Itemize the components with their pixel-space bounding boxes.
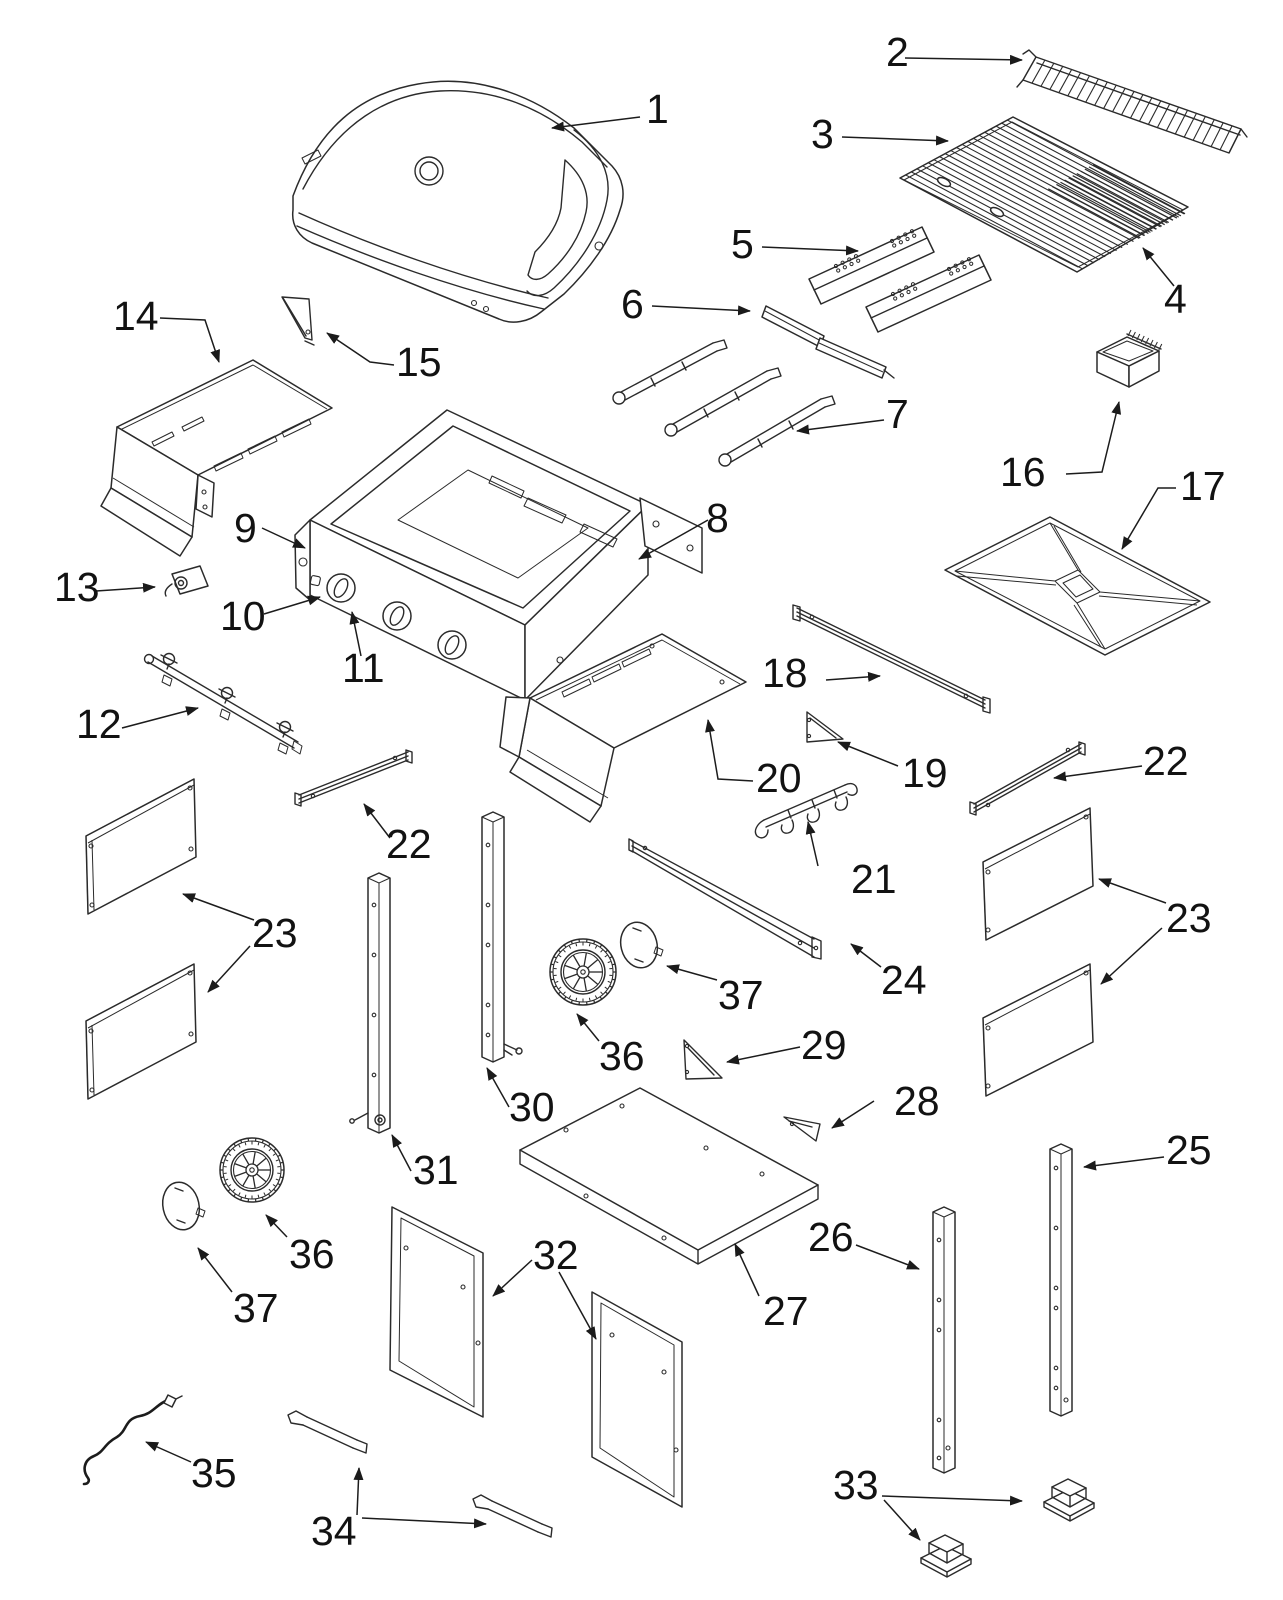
part-22-cross-brace-right-illustration <box>969 741 1086 816</box>
callout-35: 35 <box>191 1450 237 1496</box>
callout-34: 34 <box>311 1508 357 1554</box>
part-4-sear-grate-illustration <box>1047 164 1186 239</box>
callout-13: 13 <box>54 564 100 610</box>
callout-20: 20 <box>756 755 802 801</box>
callout-26: 26 <box>808 1214 854 1260</box>
part-24-front-brace-illustration <box>628 838 822 960</box>
callout-36-lower: 36 <box>289 1231 335 1277</box>
part-16-grease-cup-illustration <box>1096 329 1163 388</box>
callout-27: 27 <box>763 1288 809 1334</box>
callout-23-right: 23 <box>1166 895 1212 941</box>
part-5-heat-plates-illustration <box>808 226 992 333</box>
callout-28: 28 <box>894 1078 940 1124</box>
callout-37-upper: 37 <box>718 972 764 1018</box>
part-22-cross-brace-left-illustration <box>294 749 413 807</box>
part-26-leg-illustration <box>932 1206 956 1474</box>
part-20-right-shelf-illustration <box>499 633 747 823</box>
callout-8: 8 <box>706 495 729 541</box>
callout-15: 15 <box>396 339 442 385</box>
part-30-leg-illustration <box>481 811 523 1063</box>
part-29-bracket-illustration <box>683 1039 723 1080</box>
callout-1: 1 <box>646 86 669 132</box>
part-6-crossover-channels-illustration <box>761 305 895 379</box>
part-27-bottom-shelf-illustration <box>519 1087 819 1265</box>
callout-10: 10 <box>220 593 266 639</box>
part-32-doors-illustration <box>389 1206 683 1508</box>
callout-9: 9 <box>234 505 257 551</box>
callout-24: 24 <box>881 957 927 1003</box>
callout-29: 29 <box>801 1022 847 1068</box>
callout-3: 3 <box>811 111 834 157</box>
part-17-grease-tray-illustration <box>944 516 1211 656</box>
callout-32: 32 <box>533 1232 579 1278</box>
part-12-manifold-illustration <box>143 652 303 755</box>
part-23-right-panels-illustration <box>982 807 1094 1097</box>
part-23-left-panels-illustration <box>85 778 197 1100</box>
part-2-warming-rack-illustration <box>1016 49 1248 154</box>
callout-16: 16 <box>1000 449 1046 495</box>
part-19-bracket-illustration <box>806 711 844 743</box>
callout-23-left: 23 <box>252 910 298 956</box>
callout-22-left: 22 <box>386 821 432 867</box>
part-37-hubcap-upper-illustration <box>619 921 664 969</box>
part-33-feet-illustration <box>920 1478 1095 1578</box>
part-28-bracket-illustration <box>783 1116 821 1142</box>
callout-11: 11 <box>342 645 385 691</box>
callout-36-upper: 36 <box>599 1033 645 1079</box>
part-1-lid-illustration <box>291 80 624 323</box>
part-7-burner-tubes-illustration <box>612 339 836 467</box>
callout-12: 12 <box>76 701 122 747</box>
part-31-wheel-leg-illustration <box>349 872 391 1134</box>
callout-14: 14 <box>113 293 159 339</box>
callout-18: 18 <box>762 650 808 696</box>
callout-4: 4 <box>1164 276 1187 322</box>
callout-25: 25 <box>1166 1127 1212 1173</box>
part-14-left-shelf-illustration <box>100 359 333 557</box>
part-36-wheel-upper-illustration <box>549 938 617 1006</box>
part-15-lid-bracket-illustration <box>281 296 315 346</box>
callout-37-lower: 37 <box>233 1285 279 1331</box>
part-36-wheel-lower-illustration <box>219 1137 285 1203</box>
callout-31: 31 <box>413 1147 459 1193</box>
callout-6: 6 <box>621 281 644 327</box>
callout-21: 21 <box>851 856 897 902</box>
part-21-tool-hook-bar-illustration <box>754 782 858 839</box>
part-35-hose-illustration <box>82 1394 183 1486</box>
callout-2: 2 <box>886 29 909 75</box>
part-37-hubcap-lower-illustration <box>161 1181 206 1231</box>
part-13-igniter-illustration <box>164 565 209 597</box>
callout-19: 19 <box>902 750 948 796</box>
callout-5: 5 <box>731 221 754 267</box>
callout-7: 7 <box>886 391 909 437</box>
part-18-support-rail-illustration <box>792 604 991 714</box>
callout-labels: 1 2 3 4 5 6 7 8 9 10 11 12 13 14 15 16 1… <box>54 29 1226 1554</box>
part-8-firebox-illustration <box>294 409 703 701</box>
leader-lines <box>95 54 1176 1541</box>
callout-33: 33 <box>833 1462 879 1508</box>
callout-17: 17 <box>1180 463 1226 509</box>
part-10-11-control-knobs <box>326 573 467 660</box>
part-25-leg-illustration <box>1049 1143 1073 1417</box>
callout-30: 30 <box>509 1084 555 1130</box>
part-3-cooking-grate-illustration <box>899 116 1189 273</box>
part-34-door-handles-illustration <box>287 1410 553 1538</box>
callout-22-right: 22 <box>1143 738 1189 784</box>
